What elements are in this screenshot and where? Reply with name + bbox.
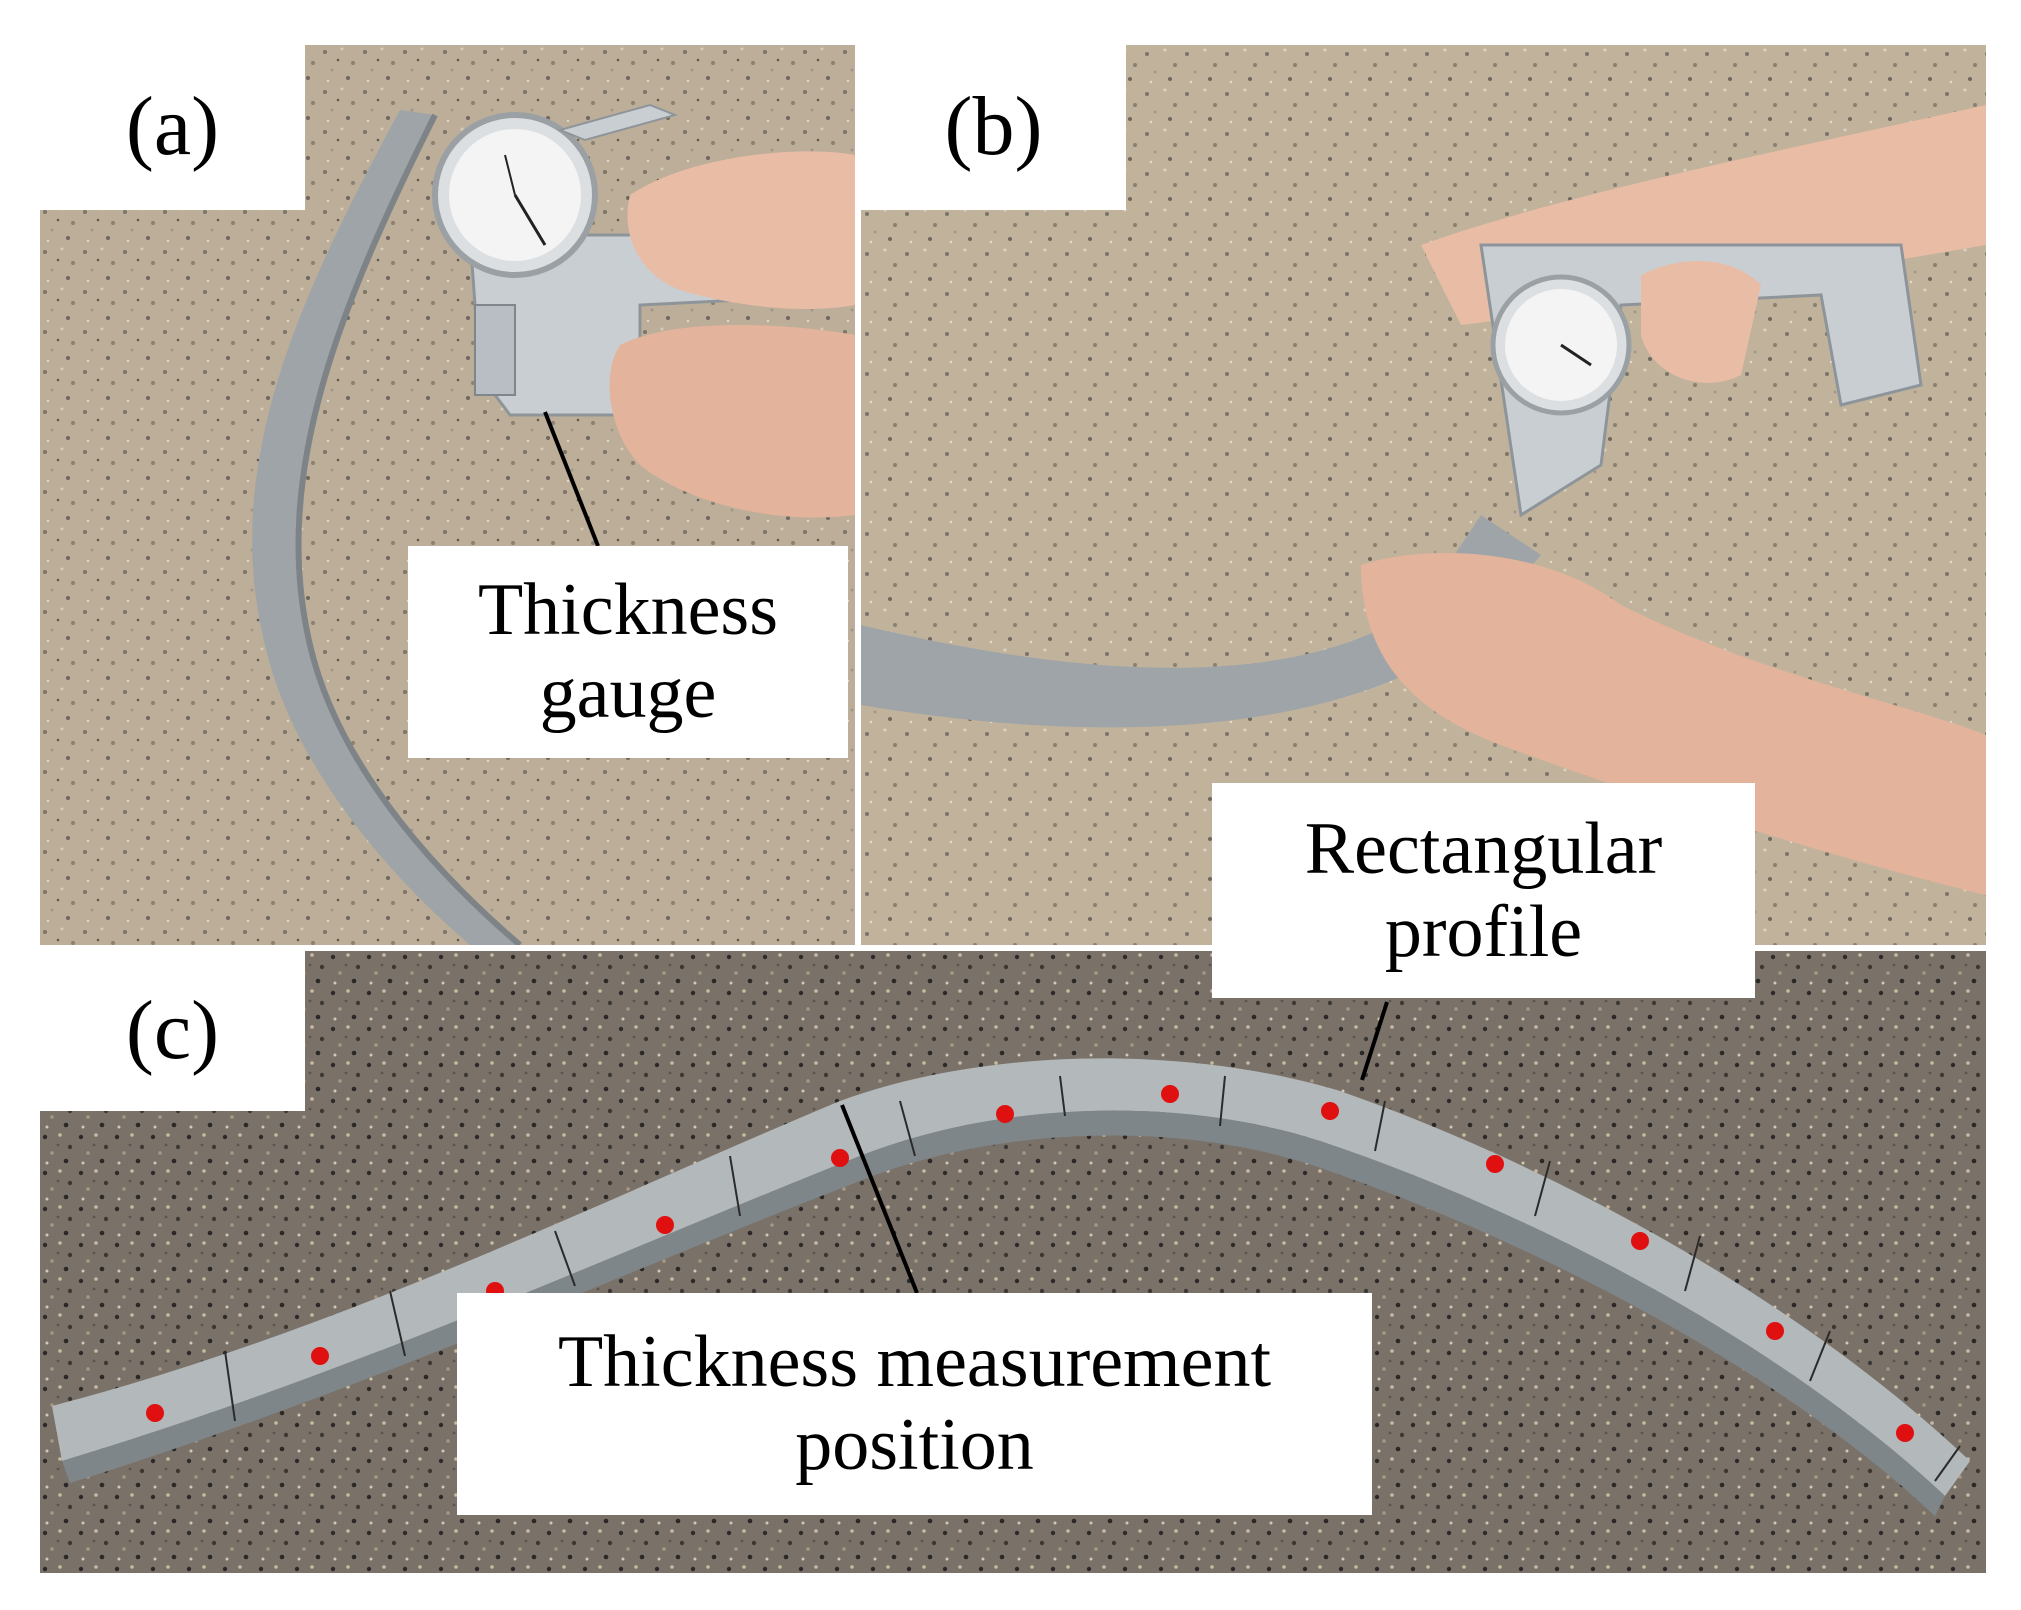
callout-rectangular-profile: Rectangular profile xyxy=(1212,783,1755,998)
hand-lower xyxy=(609,325,855,518)
rectangular-profile-bar xyxy=(252,110,520,945)
panel-a-scene xyxy=(40,45,855,945)
hand-upper xyxy=(1641,261,1761,383)
panel-label-a: (a) xyxy=(40,45,305,210)
callout-line: profile xyxy=(1384,890,1583,973)
panel-label-b: (b) xyxy=(861,45,1126,210)
panel-letter-c: (c) xyxy=(125,983,220,1077)
callout-line: Thickness measurement xyxy=(557,1321,1272,1404)
callout-measurement-position: Thickness measurement position xyxy=(457,1293,1372,1515)
hand-upper xyxy=(627,151,855,310)
callout-line: position xyxy=(795,1404,1034,1486)
panel-a-photo xyxy=(40,45,855,945)
panel-letter-a: (a) xyxy=(125,80,220,174)
callout-line: gauge xyxy=(539,652,717,734)
callout-line: Thickness xyxy=(477,569,779,652)
callout-thickness-gauge: Thickness gauge xyxy=(408,546,848,758)
panel-label-c: (c) xyxy=(40,951,305,1111)
rectangular-profile-bar xyxy=(861,515,1541,728)
callout-line: Rectangular xyxy=(1304,807,1663,890)
hand-lower xyxy=(1361,553,1986,895)
panel-letter-b: (b) xyxy=(944,80,1043,174)
